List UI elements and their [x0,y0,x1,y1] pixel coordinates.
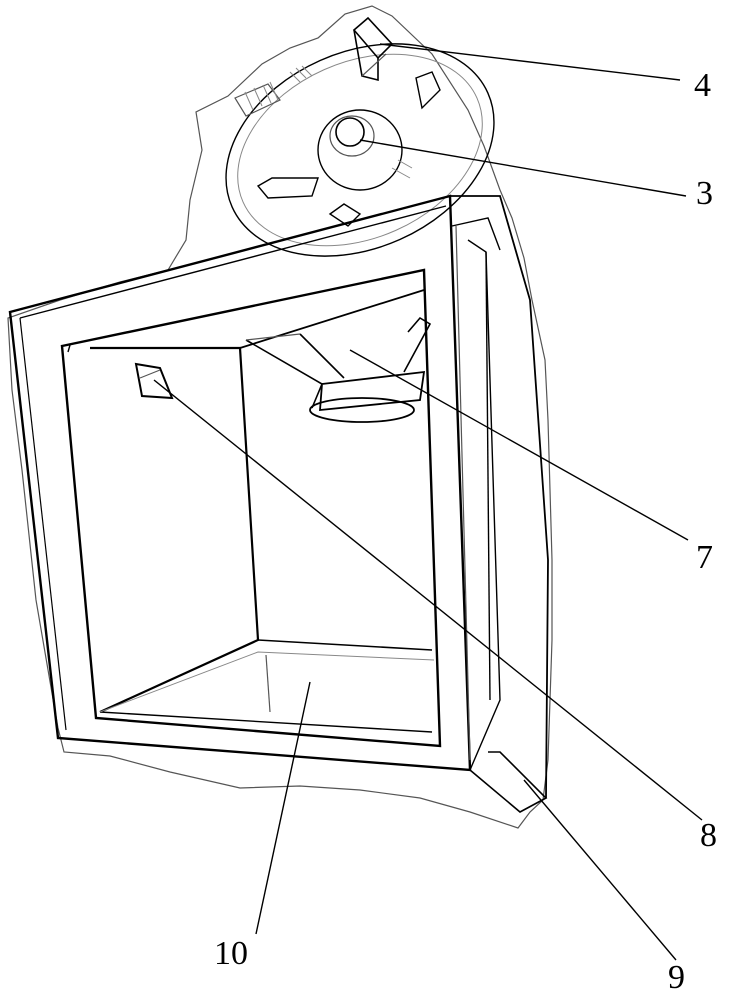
central-hub [318,110,412,190]
funnel-outlet [246,318,430,422]
callout-3: 3 [696,175,713,212]
disc-block-left [258,178,318,198]
leader-line-9 [524,780,676,960]
callout-9: 9 [668,959,685,996]
outer-frame [10,196,470,770]
inner-frame [62,270,440,746]
callout-4: 4 [694,67,711,104]
disc-block-right [416,72,440,108]
side-panel [450,196,548,812]
callout-7: 7 [696,539,713,576]
leader-line-10 [256,682,310,934]
callout-8: 8 [700,817,717,854]
leader-line-8 [154,380,702,820]
small-window [136,364,172,398]
leader-lines [154,44,702,960]
interior-box [90,290,434,732]
rotary-disc [192,4,528,297]
callout-10: 10 [214,935,248,972]
disc-block-top [354,18,392,80]
leader-line-3 [360,140,686,196]
leader-line-7 [350,350,688,540]
